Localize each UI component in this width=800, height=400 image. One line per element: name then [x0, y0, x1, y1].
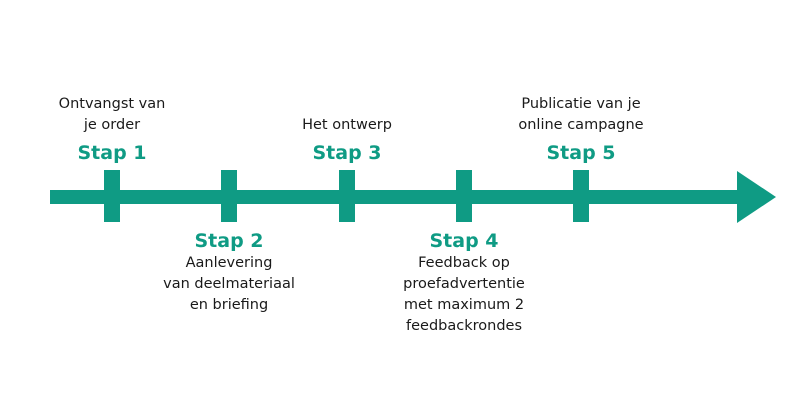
step-2-tick	[221, 170, 237, 222]
step-1-title: Stap 1	[77, 142, 147, 164]
step-4-title: Stap 4	[429, 230, 499, 252]
step-1-tick	[104, 170, 120, 222]
step-3-title: Stap 3	[312, 142, 382, 164]
step-2-description: Aanlevering van deelmateriaal en briefin…	[163, 255, 295, 313]
step-5-tick	[573, 170, 589, 222]
step-1-description: Ontvangst van je order	[58, 96, 166, 133]
timeline-bar	[50, 190, 740, 204]
step-5-description: Publicatie van je online campagne	[518, 96, 644, 133]
step-3-tick	[339, 170, 355, 222]
timeline-arrowhead	[737, 171, 776, 223]
step-2-title: Stap 2	[194, 230, 264, 252]
step-4-tick	[456, 170, 472, 222]
step-5-title: Stap 5	[546, 142, 616, 164]
step-3-description: Het ontwerp	[302, 117, 392, 133]
step-4-description: Feedback op proefadvertentie met maximum…	[403, 255, 525, 334]
